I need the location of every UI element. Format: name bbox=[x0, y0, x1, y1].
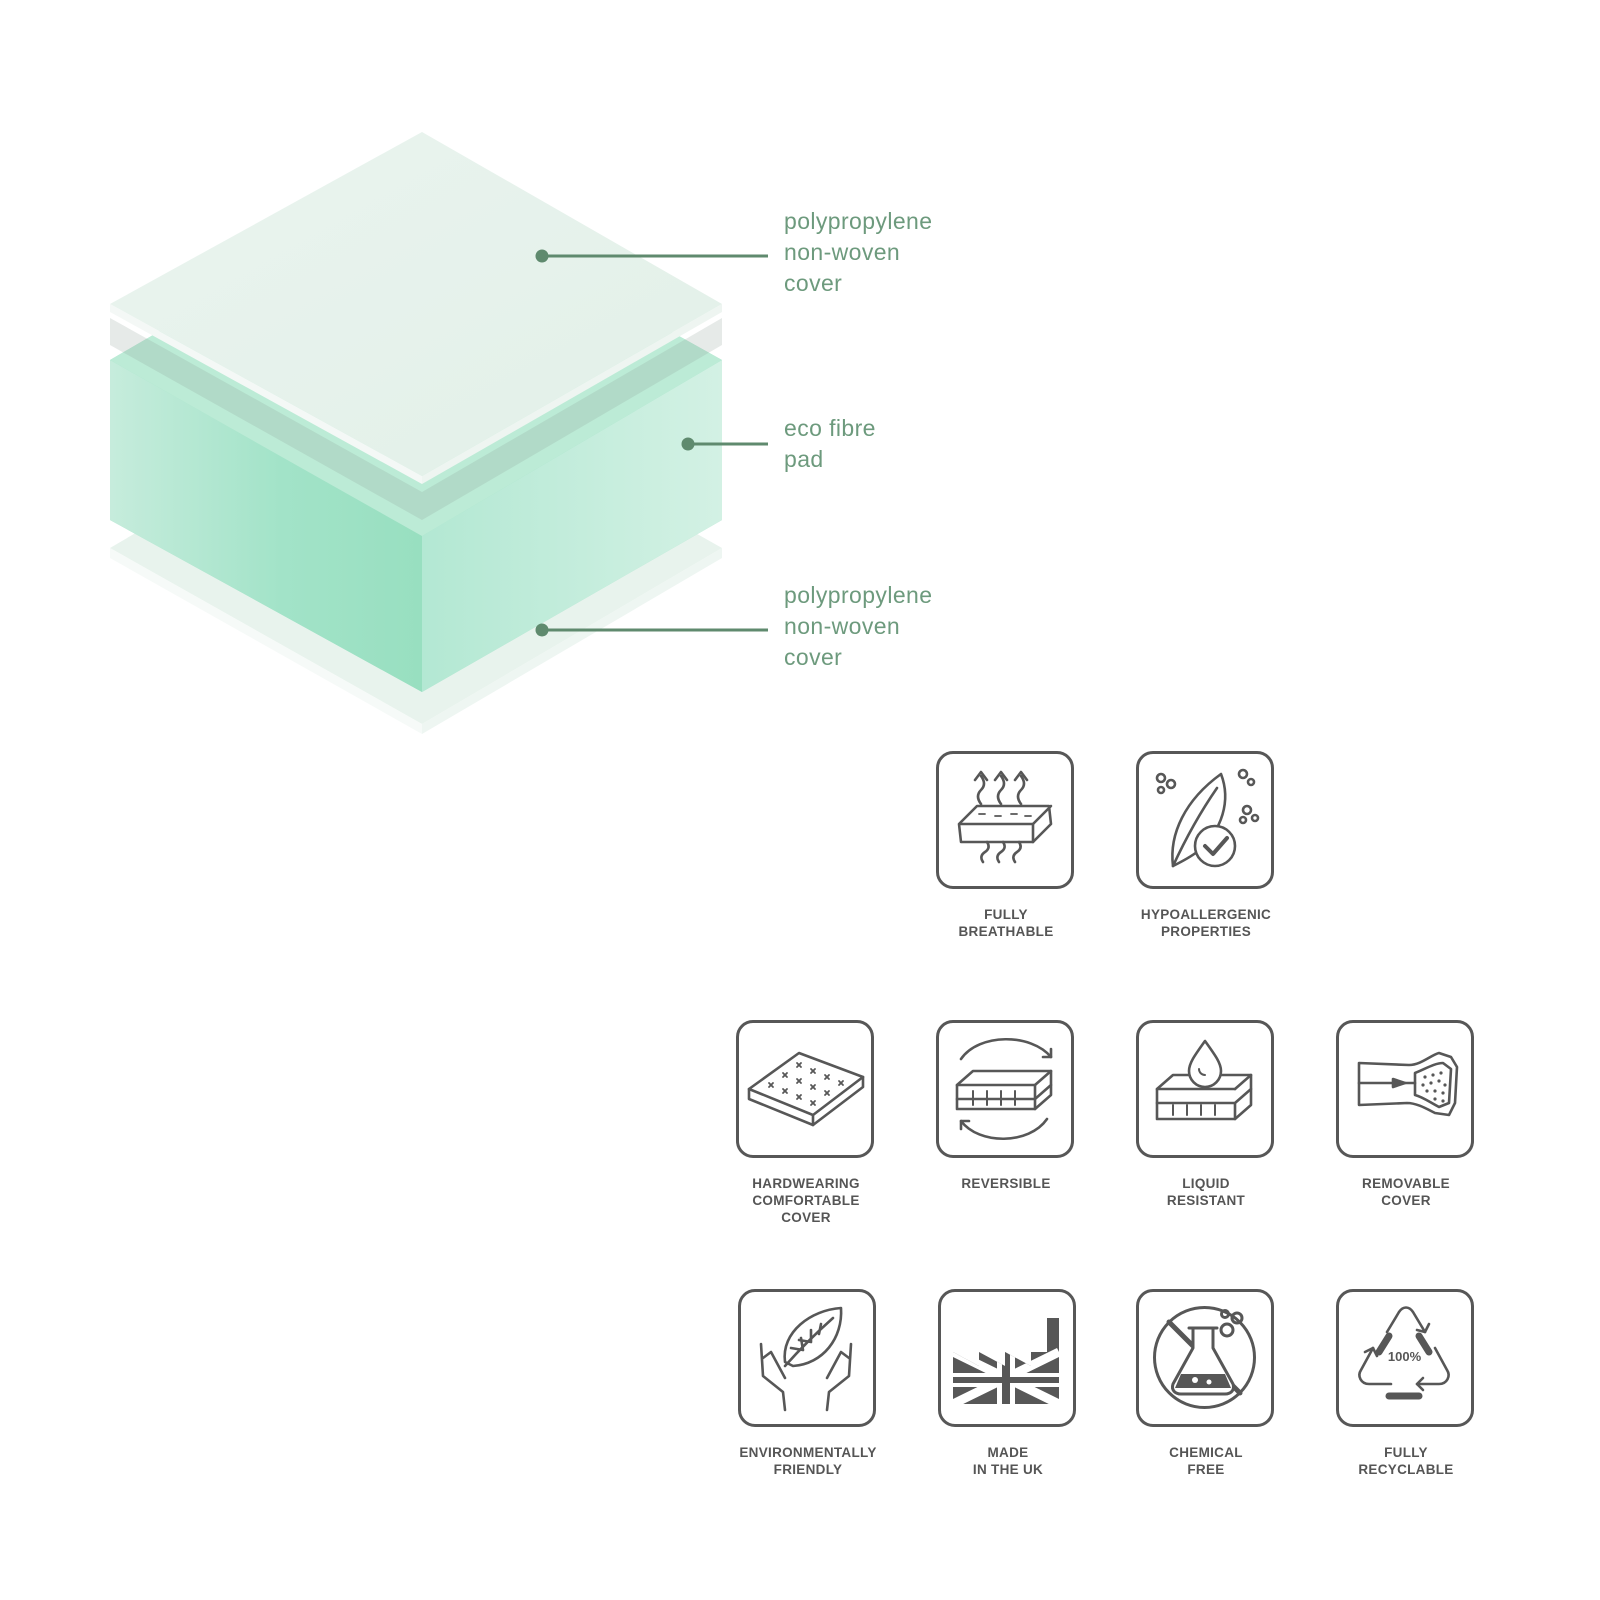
label-line: cover bbox=[784, 270, 843, 296]
feature-badge bbox=[1336, 1020, 1474, 1158]
feature-badge bbox=[736, 1020, 874, 1158]
layer-label-fibre-pad: eco fibre pad bbox=[784, 413, 876, 475]
feature-caption: FULLY RECYCLABLE bbox=[1306, 1444, 1506, 1478]
feature-badge bbox=[936, 751, 1074, 889]
leader-line-top bbox=[535, 249, 768, 263]
liquid-drop-mattress-icon bbox=[1155, 1039, 1253, 1121]
caption-line: ENVIRONMENTALLY bbox=[739, 1445, 877, 1460]
feature-badge bbox=[1136, 1289, 1274, 1427]
layer-label-bottom-cover: polypropylene non-woven cover bbox=[784, 580, 932, 673]
caption-line: BREATHABLE bbox=[958, 924, 1054, 939]
uk-factory-icon bbox=[953, 1318, 1059, 1404]
feature-caption: FULLY BREATHABLE bbox=[906, 906, 1106, 940]
caption-line: COMFORTABLE bbox=[752, 1193, 860, 1208]
feature-badge bbox=[738, 1289, 876, 1427]
caption-line: FULLY bbox=[984, 907, 1028, 922]
leader-dot bbox=[535, 623, 549, 637]
top-cover-layer bbox=[110, 132, 722, 484]
mattress-layer-diagram bbox=[110, 132, 768, 734]
feature-badge bbox=[936, 1020, 1074, 1158]
label-line: pad bbox=[784, 446, 824, 472]
recycle-badge-text: 100% bbox=[1388, 1349, 1422, 1364]
caption-line: FREE bbox=[1187, 1462, 1225, 1477]
label-line: non-woven bbox=[784, 613, 901, 639]
hypoallergenic-feather-icon bbox=[1155, 768, 1260, 868]
caption-line: HARDWEARING bbox=[752, 1176, 860, 1191]
hands-leaf-icon bbox=[759, 1306, 853, 1412]
caption-line: HYPOALLERGENIC bbox=[1140, 907, 1272, 922]
label-line: polypropylene bbox=[784, 208, 933, 234]
label-line: cover bbox=[784, 644, 843, 670]
feature-caption: LIQUID RESISTANT bbox=[1106, 1175, 1306, 1209]
feature-caption: HARDWEARING COMFORTABLE COVER bbox=[706, 1175, 906, 1226]
feature-badge bbox=[1136, 1020, 1274, 1158]
feature-caption: HYPOALLERGENIC PROPERTIES bbox=[1106, 906, 1306, 940]
caption-line: COVER bbox=[1381, 1193, 1431, 1208]
feature-badge bbox=[938, 1289, 1076, 1427]
quilted-mattress-icon bbox=[747, 1051, 865, 1127]
caption-line: PROPERTIES bbox=[1160, 924, 1252, 939]
no-chemicals-icon bbox=[1153, 1306, 1256, 1409]
layer-label-top-cover: polypropylene non-woven cover bbox=[784, 206, 932, 299]
feature-caption: REVERSIBLE bbox=[906, 1175, 1106, 1192]
caption-line: RESISTANT bbox=[1166, 1193, 1246, 1208]
label-line: eco fibre bbox=[784, 415, 876, 441]
caption-line: REVERSIBLE bbox=[961, 1176, 1051, 1191]
feature-badge bbox=[1136, 751, 1274, 889]
caption-line: FRIENDLY bbox=[773, 1462, 843, 1477]
label-line: non-woven bbox=[784, 239, 901, 265]
feature-badge: 100% bbox=[1336, 1289, 1474, 1427]
caption-line: LIQUID bbox=[1182, 1176, 1230, 1191]
caption-line: REMOVABLE bbox=[1362, 1176, 1450, 1191]
leader-line-bottom bbox=[535, 623, 768, 637]
caption-line: RECYCLABLE bbox=[1358, 1462, 1454, 1477]
leader-dot bbox=[681, 437, 695, 451]
feature-caption: REMOVABLE COVER bbox=[1306, 1175, 1506, 1209]
recycle-icon: 100% bbox=[1358, 1306, 1450, 1400]
caption-line: MADE bbox=[987, 1445, 1029, 1460]
caption-line: IN THE UK bbox=[972, 1462, 1044, 1477]
feature-caption: MADE IN THE UK bbox=[908, 1444, 1108, 1478]
breathable-mattress-icon bbox=[957, 770, 1053, 864]
caption-line: FULLY bbox=[1384, 1445, 1428, 1460]
leader-line-middle bbox=[681, 437, 768, 451]
feature-caption: ENVIRONMENTALLY FRIENDLY bbox=[708, 1444, 908, 1478]
label-line: polypropylene bbox=[784, 582, 933, 608]
feature-caption: CHEMICAL FREE bbox=[1106, 1444, 1306, 1478]
caption-line: COVER bbox=[781, 1210, 831, 1225]
caption-line: CHEMICAL bbox=[1169, 1445, 1243, 1460]
leader-dot bbox=[535, 249, 549, 263]
reversible-mattress-icon bbox=[955, 1038, 1053, 1140]
zip-cover-icon bbox=[1357, 1051, 1459, 1117]
